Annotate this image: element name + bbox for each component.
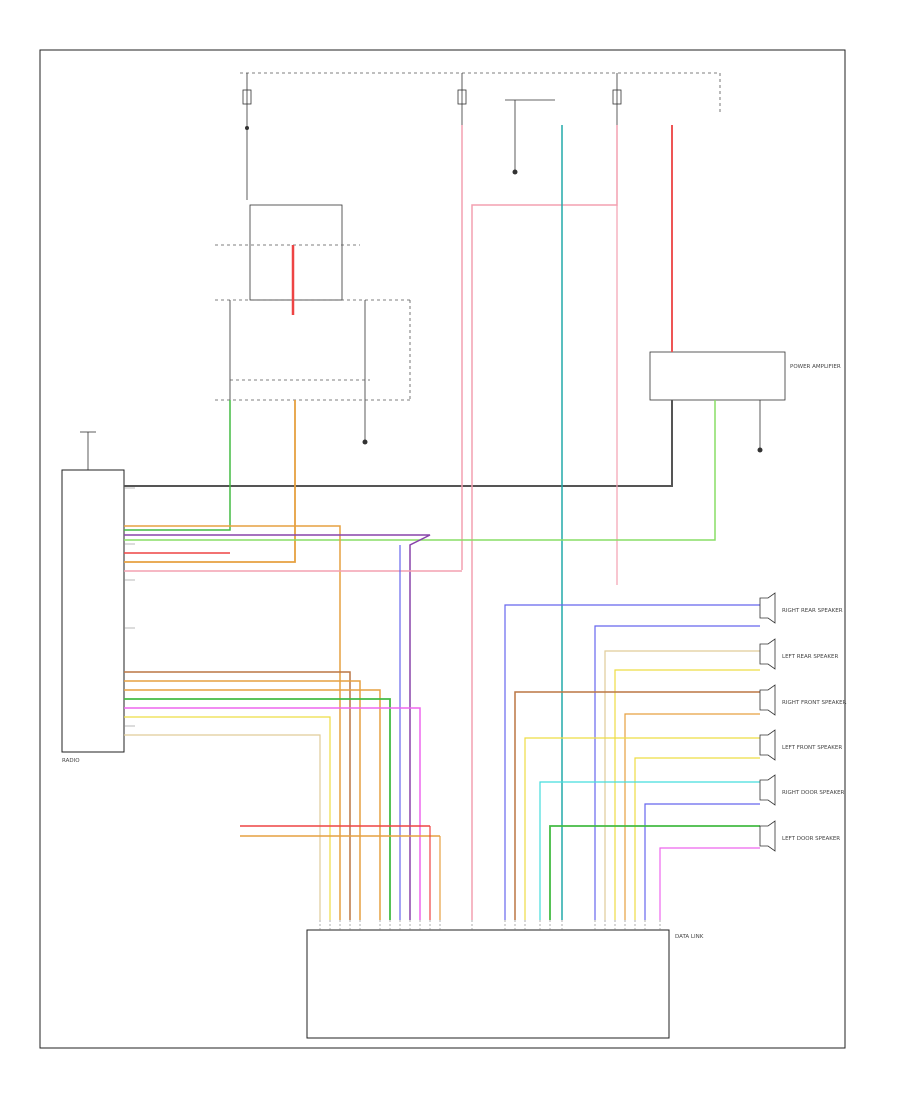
speaker-right-front-icon xyxy=(759,684,776,716)
speaker-right-door-icon xyxy=(759,774,776,806)
data-link-pins xyxy=(319,920,661,930)
fuse-column-mid xyxy=(457,73,467,125)
wire-spk-2 xyxy=(594,625,760,920)
radio-pins xyxy=(124,487,135,736)
speaker-label-6: LEFT DOOR SPEAKER xyxy=(782,836,840,842)
wire-gray-amp xyxy=(124,400,673,487)
ground-symbol-2 xyxy=(362,439,368,445)
power-amp-box xyxy=(649,351,786,401)
speaker-left-door-icon xyxy=(759,820,776,852)
speaker-label-1: RIGHT REAR SPEAKER xyxy=(782,608,843,614)
wire-radio-out-4 xyxy=(124,698,391,920)
power-amp-label: POWER AMPLIFIER xyxy=(790,364,841,370)
ground-symbol xyxy=(512,169,518,175)
speaker-label-3: RIGHT FRONT SPEAKER xyxy=(782,700,847,706)
wire-pink-2 xyxy=(471,125,618,920)
speaker-label-5: RIGHT DOOR SPEAKER xyxy=(782,790,845,796)
wire-radio-out-2 xyxy=(124,680,361,920)
wire-spk-5 xyxy=(514,691,760,920)
switch-block xyxy=(249,204,343,301)
antenna-icon xyxy=(80,431,96,470)
ground-symbol-3 xyxy=(757,447,763,453)
wire-radio-1 xyxy=(124,525,341,920)
wire-radio-out-7 xyxy=(124,734,321,920)
wire-radio-out-1 xyxy=(124,671,351,920)
wire-radio-out-5 xyxy=(124,707,421,920)
speaker-right-rear-icon xyxy=(759,592,776,624)
speaker-left-front-icon xyxy=(759,729,776,761)
data-link-box xyxy=(306,929,670,1039)
wire-spk-1 xyxy=(504,604,760,920)
wire-spk-10 xyxy=(644,803,760,920)
radio-box xyxy=(61,469,125,753)
wire-radio-2 xyxy=(124,534,431,920)
data-link-label: DATA LINK xyxy=(675,934,704,940)
speaker-left-rear-icon xyxy=(759,638,776,670)
speaker-label-2: LEFT REAR SPEAKER xyxy=(782,654,838,660)
speaker-label-4: LEFT FRONT SPEAKER xyxy=(782,745,842,751)
wire-spk-9 xyxy=(539,781,760,920)
wire-spk-3 xyxy=(604,650,760,920)
wire-lightgreen-amp xyxy=(124,400,716,541)
wire-green-switch xyxy=(124,400,231,531)
wire-spk-11 xyxy=(549,825,760,920)
wire-radio-out-3 xyxy=(124,689,381,920)
wire-spk-8 xyxy=(634,757,760,920)
wire-orange-switch xyxy=(124,400,296,563)
wire-spk-12 xyxy=(659,847,760,920)
fuse-column-right xyxy=(612,73,622,125)
wire-spk-6 xyxy=(624,713,760,920)
fuse-column-left xyxy=(242,73,252,200)
wire-spk-4 xyxy=(614,669,760,920)
diagram-border xyxy=(39,49,846,1049)
wire-spk-7 xyxy=(524,737,760,920)
wire-radio-out-6 xyxy=(124,716,331,920)
radio-label: RADIO xyxy=(62,758,80,764)
